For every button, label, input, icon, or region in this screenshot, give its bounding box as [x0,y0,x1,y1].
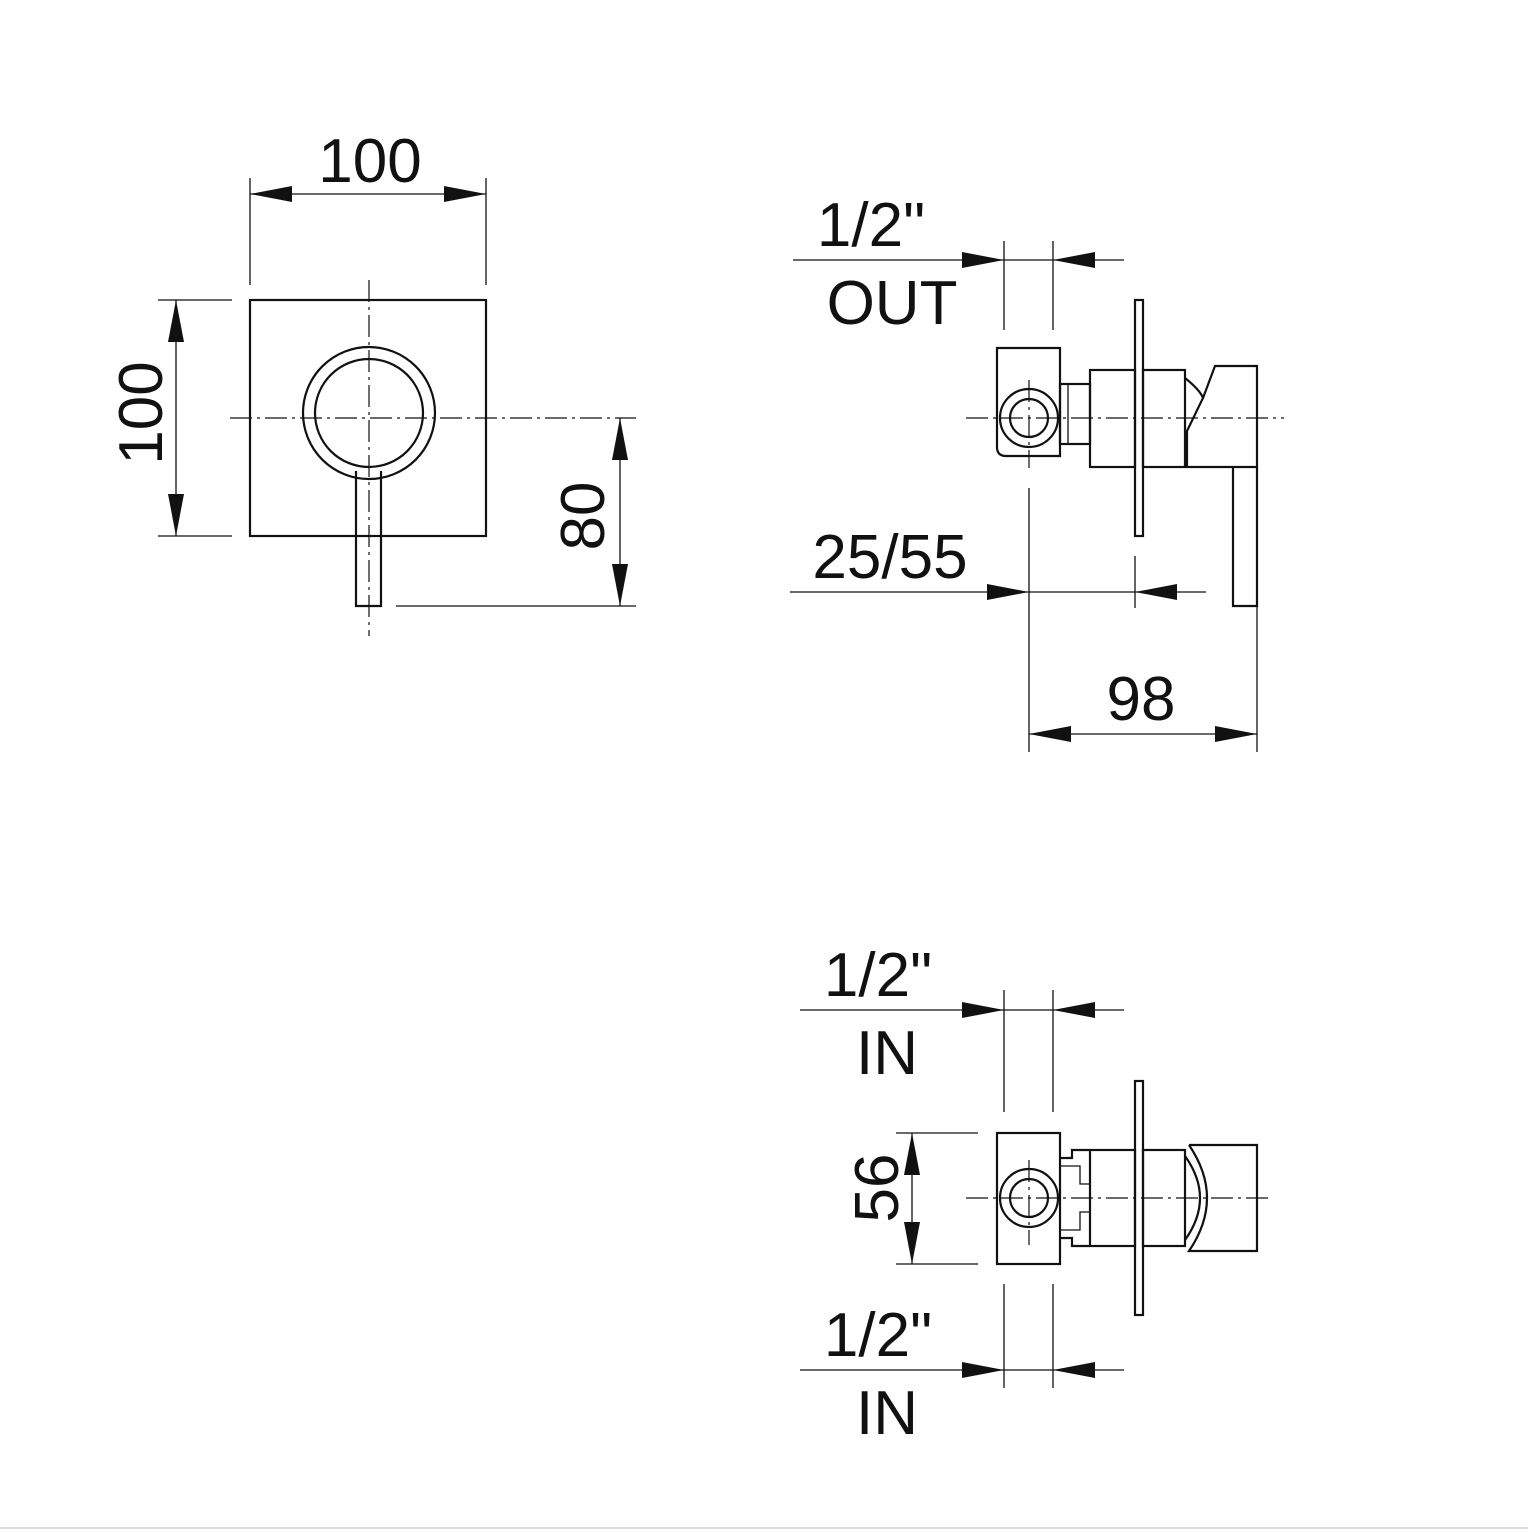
front-view: 100 100 80 [107,127,636,636]
depth-arrow-left [987,584,1029,600]
body-height-label: 56 [843,1154,912,1223]
handle-rosette-outer [301,345,437,481]
height-dimension-label: 100 [107,361,176,464]
top-view: 1/2" IN 56 1/2" IN [800,941,1270,1448]
side-view: 1/2" OUT 25/55 98 [790,191,1284,752]
inlet-body [995,1131,1062,1266]
inlet-neck-detail-bottom [1060,1211,1090,1231]
inlet-neck [1060,1148,1090,1248]
outlet-elbow [995,346,1062,458]
top-inlet-name-label: IN [856,1019,918,1088]
bottom-inlet-arrow-right [1053,1362,1095,1378]
outlet-arrow-left [962,252,1004,268]
height-arrow-bottom [168,494,184,536]
outlet-arrow-right [1053,252,1095,268]
width-arrow-left [250,186,292,202]
outlet-size-label: 1/2" [817,191,925,260]
bottom-inlet-size-label: 1/2" [824,1301,932,1370]
wall-depth-label: 25/55 [812,523,967,592]
projection-arrow-right [1215,726,1257,742]
top-handle-dome [1184,1155,1202,1241]
width-arrow-right [444,186,486,202]
width-dimension-label: 100 [318,127,421,196]
top-inlet-size-label: 1/2" [824,941,932,1010]
side-lever [1231,467,1259,608]
lever-drop-label: 80 [549,482,618,551]
height-arrow-top [168,300,184,342]
body-height-arrow-bottom [904,1222,920,1264]
bottom-inlet-arrow-left [962,1362,1004,1378]
outlet-neck [1058,382,1092,446]
top-inlet-arrow-right [1053,1002,1095,1018]
body-height-arrow-top [904,1133,920,1175]
lever-drop-arrow-top [612,418,628,460]
top-handle-cap [1186,1143,1259,1253]
lever-handle [354,471,383,608]
handle-rosette-inner [313,357,425,469]
outlet-name-label: OUT [827,269,958,338]
projection-label: 98 [1107,665,1176,734]
projection-arrow-left [1029,726,1071,742]
lever-drop-arrow-bottom [612,564,628,606]
handle-cap [1184,364,1259,469]
bottom-inlet-name-label: IN [856,1379,918,1448]
depth-arrow-right [1135,584,1177,600]
top-inlet-arrow-left [962,1002,1004,1018]
inlet-neck-detail-top [1060,1165,1090,1185]
